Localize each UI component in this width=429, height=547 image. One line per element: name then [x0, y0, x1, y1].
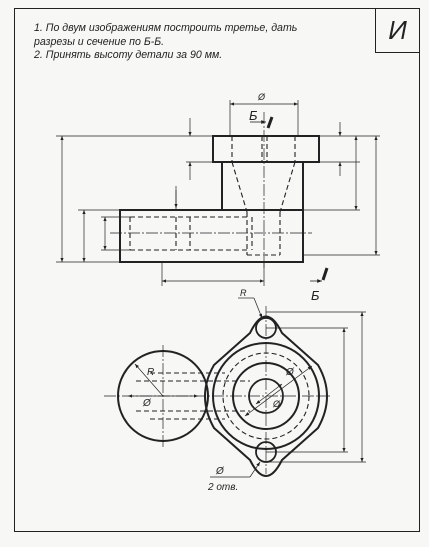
top-view	[104, 297, 366, 478]
radius-label-left: R	[147, 367, 154, 378]
variant-letter-box: И	[375, 9, 419, 53]
instruction-line-1: 1. По двум изображениям построить третье…	[34, 22, 298, 34]
front-dimensions	[56, 100, 380, 286]
task-instructions: 1. По двум изображениям построить третье…	[34, 22, 364, 63]
diameter-holes-label: Ø	[215, 466, 225, 477]
radius-label-top: R	[240, 288, 247, 298]
diameter-top-label: Ø	[257, 92, 266, 102]
diameter-bore-label: Ø	[285, 367, 295, 378]
front-hidden-lines	[129, 136, 296, 256]
variant-letter: И	[388, 15, 407, 45]
top-flange-outline	[204, 315, 328, 477]
top-dimensions	[127, 297, 366, 478]
front-base-block	[119, 209, 304, 263]
holes-note: 2 отв.	[207, 482, 238, 493]
diameter-inner-label: Ø	[272, 399, 281, 409]
front-flange	[212, 135, 320, 163]
instruction-line-2: разрезы и сечение по Б-Б.	[34, 35, 165, 48]
front-view	[56, 100, 380, 286]
section-label-top: Б	[249, 108, 258, 123]
top-hidden-lines	[136, 372, 250, 420]
front-center-lines	[110, 112, 312, 270]
diameter-left-label: Ø	[142, 398, 152, 409]
instruction-line-3: 2. Принять высоту детали за 90 мм.	[34, 49, 223, 61]
section-label-bottom: Б	[311, 288, 320, 303]
sheet-frame: И	[14, 8, 420, 532]
section-mark-top	[266, 116, 274, 129]
section-mark-bottom	[321, 267, 329, 281]
